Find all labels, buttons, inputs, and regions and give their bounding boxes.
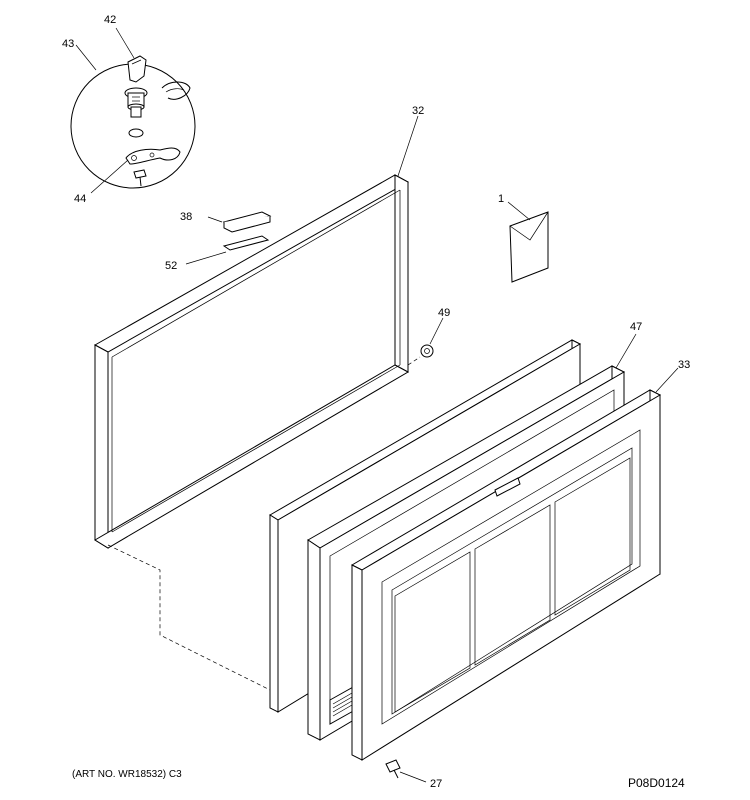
callout-42: 42 <box>104 14 116 26</box>
o-ring-part <box>128 128 144 138</box>
callout-52: 52 <box>165 260 177 272</box>
art-number: (ART NO. WR18532) C3 <box>72 769 182 780</box>
lock-cap-part <box>127 55 147 83</box>
door-screw-part <box>385 759 401 779</box>
drawing-id: P08D0124 <box>628 776 685 790</box>
gasket-frame-part <box>93 174 410 549</box>
callout-38: 38 <box>180 211 192 223</box>
strike-plate-part <box>125 147 181 165</box>
callout-1: 1 <box>498 193 504 205</box>
handle-cover-part <box>222 211 272 233</box>
callout-43: 43 <box>62 38 74 50</box>
detail-circle <box>70 55 196 189</box>
detail-screw-part <box>133 169 147 187</box>
callout-49: 49 <box>438 307 450 319</box>
literature-envelope-part <box>509 211 549 283</box>
callout-32: 32 <box>412 105 424 117</box>
lock-cylinder-part <box>124 87 148 118</box>
callout-33: 33 <box>678 359 690 371</box>
callout-44: 44 <box>74 193 86 205</box>
mounting-nut-part <box>420 344 434 358</box>
spring-clip-part <box>161 81 191 100</box>
handle-gasket-part <box>222 235 270 251</box>
callout-27: 27 <box>430 778 442 790</box>
outer-door-part <box>350 389 662 761</box>
callout-47: 47 <box>630 321 642 333</box>
